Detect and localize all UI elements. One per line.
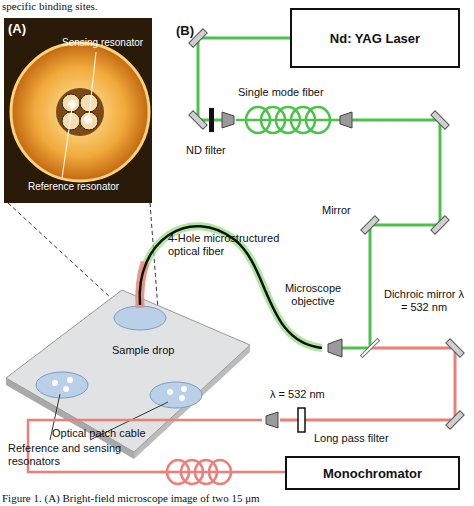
coupling-lens [340, 112, 352, 128]
mirror-symbol [446, 411, 464, 429]
glass-slide [6, 290, 250, 452]
leader-line [62, 108, 72, 178]
resonator-bead [52, 380, 58, 386]
figure-caption: Figure 1. (A) Bright-field microscope im… [2, 492, 472, 505]
fiber-coil [276, 107, 300, 133]
part-label: 4-Hole microstructured optical fiber [168, 232, 288, 258]
part-label: Optical patch cable [52, 427, 172, 440]
fiber-coil [291, 107, 315, 133]
dichroic-mirror [360, 338, 379, 357]
resonator-bead [167, 389, 173, 395]
resonator-bead [67, 377, 73, 383]
coupling-lens [266, 412, 278, 428]
long-pass-filter [298, 408, 305, 432]
part-label: Sample drop [112, 344, 202, 357]
laser-beam [338, 120, 440, 348]
patch-cable [160, 471, 285, 474]
microscope-objective [328, 339, 342, 357]
emission-beam [280, 348, 455, 420]
node-label: (A) [8, 21, 26, 36]
sample-drop [114, 306, 166, 330]
cable-coil [209, 460, 231, 484]
part-label: ND filter [186, 144, 256, 157]
sample-drop [36, 372, 88, 398]
mirror-symbol [361, 216, 379, 234]
fiber-cross-section [12, 44, 148, 180]
part-label: Dichroic mirror λ = 532 nm [382, 288, 466, 314]
fiber-coil [306, 107, 330, 133]
fiber-coil [261, 107, 285, 133]
leader-line [89, 52, 96, 116]
part-label: Mirror [322, 204, 372, 217]
body-text: specific binding sites. [2, 0, 202, 13]
coupling-lens [222, 112, 234, 128]
node-label: Monochromator [323, 466, 422, 481]
part-label: Reference and sensing resonators [8, 442, 138, 468]
mirror-symbol [431, 111, 449, 129]
part-label: Sensing resonator [62, 36, 150, 49]
part-label: Microscope objective [272, 282, 354, 308]
fiber-hole [62, 94, 80, 112]
laser-box: Nd: YAG Laser [290, 8, 460, 68]
wavelength-label: λ = 532 nm [270, 388, 350, 401]
fiber-rim [11, 43, 149, 181]
fiber-coil [246, 107, 270, 133]
panel-label: (B) [176, 24, 206, 37]
mirror-symbol [446, 339, 464, 357]
sample-drop [150, 382, 202, 408]
resonator-bead [63, 386, 69, 392]
nd-filter [209, 108, 214, 132]
part-label: Reference resonator [28, 180, 148, 193]
mirror-symbol [431, 216, 449, 234]
micrograph-background [4, 18, 152, 203]
fiber-hole [80, 94, 98, 112]
fiber-core [56, 88, 104, 136]
resonator-bead [84, 116, 92, 124]
resonator-bead [181, 386, 187, 392]
monochromator-box: Monochromator [285, 456, 460, 490]
mirror-symbol [189, 111, 207, 129]
node-label: Nd: YAG Laser [330, 31, 420, 46]
resonator-bead [68, 100, 76, 108]
zoom-line [8, 203, 124, 310]
part-label: Single mode fiber [238, 86, 358, 99]
resonator-bead [179, 395, 185, 401]
part-label: Long pass filter [314, 432, 414, 445]
